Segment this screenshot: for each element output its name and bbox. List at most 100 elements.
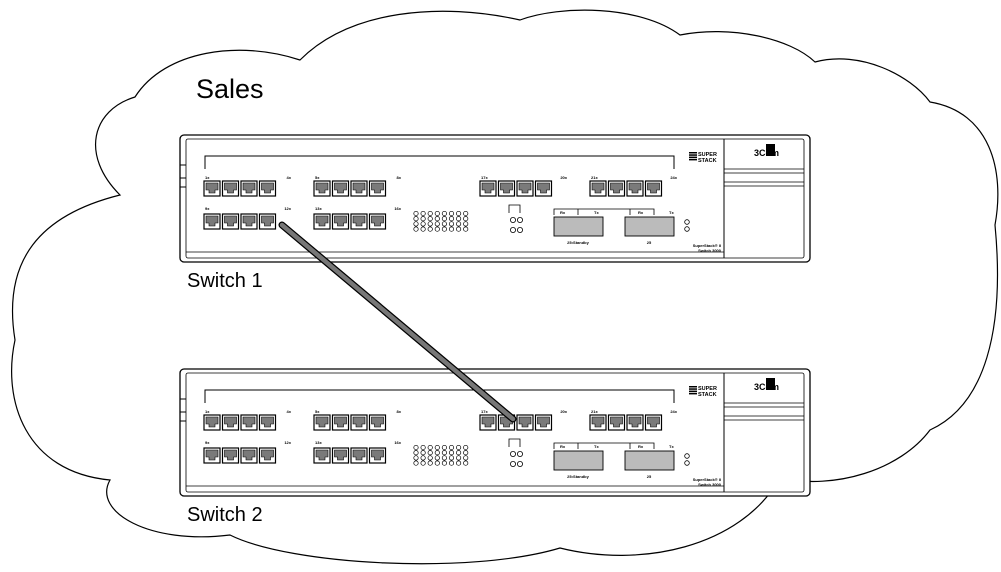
- port-number-label: 16x: [394, 440, 401, 445]
- port-number-label: 21x: [591, 175, 598, 180]
- rj45-port: [258, 447, 277, 464]
- port-number-label: 24x: [670, 409, 677, 414]
- svg-text:3Com: 3Com: [754, 148, 779, 158]
- port-number-label: 25: [647, 474, 652, 479]
- port-number-label: 8x: [397, 409, 402, 414]
- rj45-port: [313, 213, 331, 230]
- 3com-logo: 3Com: [754, 378, 779, 392]
- port-number-label: 4x: [287, 409, 292, 414]
- module-leds: [508, 204, 523, 234]
- port-number-label: 16x: [394, 206, 401, 211]
- rj45-port: [626, 414, 644, 431]
- status-led: [684, 453, 690, 459]
- status-led: [684, 226, 690, 232]
- port-number-label: Rx: [560, 444, 566, 449]
- model-name: SuperStack® II: [693, 243, 721, 248]
- rj45-port: [350, 447, 368, 464]
- rj45-port: [240, 447, 258, 464]
- port-number-label: Rx: [638, 444, 644, 449]
- rj45-port: [203, 180, 221, 197]
- rj45-port: [534, 414, 553, 431]
- sales-cloud: [11, 9, 999, 565]
- uplink-cable: [278, 221, 517, 423]
- rj45-port: [203, 213, 221, 230]
- port-number-label: Rx: [638, 210, 644, 215]
- rj45-port: [368, 414, 387, 431]
- port-number-label: 5x: [315, 175, 320, 180]
- port-number-label: 4x: [287, 175, 292, 180]
- rj45-port: [313, 447, 331, 464]
- rj45-port: [607, 180, 626, 197]
- rj45-port: [313, 414, 331, 431]
- rj45-port: [221, 213, 240, 230]
- fiber-module-1: [553, 216, 604, 237]
- module-leds: [508, 438, 523, 468]
- port-number-label: 20x: [560, 409, 567, 414]
- port-number-label: 8x: [397, 175, 402, 180]
- port-number-label: 12x: [284, 206, 291, 211]
- rj45-port: [497, 180, 516, 197]
- port-number-label: 12x: [284, 440, 291, 445]
- port-number-label: 25: [647, 240, 652, 245]
- rj45-port: [479, 180, 497, 197]
- port-number-label: 9x: [205, 206, 210, 211]
- rj45-port: [240, 414, 258, 431]
- rj45-port: [203, 447, 221, 464]
- fiber-module-2: [624, 450, 675, 471]
- fiber-module-1: [553, 450, 604, 471]
- status-led: [684, 219, 690, 225]
- rj45-port: [644, 180, 663, 197]
- status-led-matrix: [413, 210, 469, 232]
- model-name: SuperStack® II: [693, 477, 721, 482]
- port-number-label: Tx: [594, 210, 599, 215]
- model-number: Switch 3000: [698, 482, 722, 487]
- brand-top: SUPER: [698, 152, 717, 158]
- rj45-port: [203, 414, 221, 431]
- rj45-port: [607, 414, 626, 431]
- rj45-port: [644, 414, 663, 431]
- rj45-port: [258, 213, 277, 230]
- 3com-logo: 3Com: [754, 144, 779, 158]
- rj45-port: [331, 447, 350, 464]
- status-led-matrix: [413, 444, 469, 466]
- switch-1-label: Switch 1: [187, 270, 263, 292]
- port-number-label: Tx: [669, 210, 674, 215]
- port-number-label: 25•Standby: [567, 240, 589, 245]
- port-number-label: 13x: [315, 206, 322, 211]
- rj45-port: [350, 414, 368, 431]
- port-number-label: 13x: [315, 440, 322, 445]
- port-number-label: 20x: [560, 175, 567, 180]
- rj45-port: [221, 180, 240, 197]
- svg-text:3Com: 3Com: [754, 382, 779, 392]
- rj45-port: [534, 180, 553, 197]
- port-number-label: 5x: [315, 409, 320, 414]
- port-number-label: Tx: [669, 444, 674, 449]
- rj45-port: [221, 414, 240, 431]
- rj45-port: [589, 414, 607, 431]
- rj45-port: [258, 180, 277, 197]
- rj45-port: [258, 414, 277, 431]
- rj45-port: [368, 180, 387, 197]
- rj45-port: [368, 447, 387, 464]
- rj45-port: [331, 180, 350, 197]
- port-number-label: Rx: [560, 210, 566, 215]
- brand-bottom: STACK: [698, 392, 717, 398]
- port-number-label: 24x: [670, 175, 677, 180]
- rj45-port: [331, 414, 350, 431]
- rj45-port: [516, 180, 534, 197]
- brand-bottom: STACK: [698, 158, 717, 164]
- rj45-port: [350, 180, 368, 197]
- port-number-label: 17x: [481, 409, 488, 414]
- rj45-port: [516, 414, 534, 431]
- port-number-label: 9x: [205, 440, 210, 445]
- rj45-port: [479, 414, 497, 431]
- rj45-port: [350, 213, 368, 230]
- port-number-label: Tx: [594, 444, 599, 449]
- port-number-label: 25•Standby: [567, 474, 589, 479]
- rj45-port: [221, 447, 240, 464]
